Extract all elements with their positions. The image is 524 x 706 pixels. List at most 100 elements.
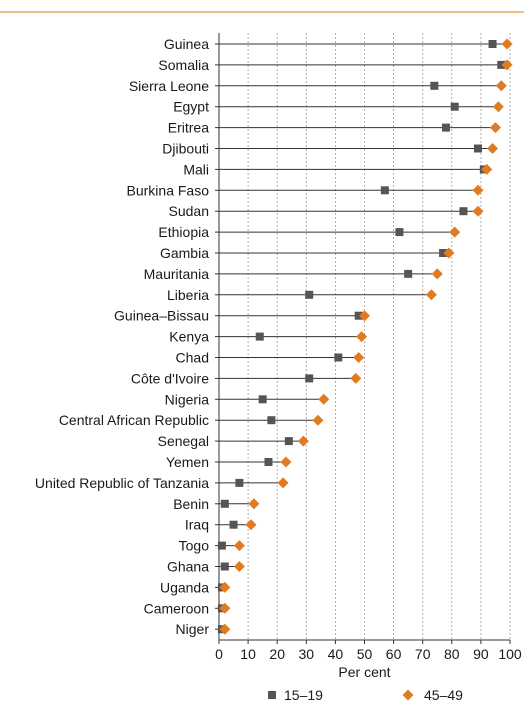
- point-15-19: [473, 144, 482, 153]
- category-label: Côte d'Ivoire: [131, 370, 209, 386]
- point-45-49: [353, 352, 365, 363]
- point-45-49: [425, 289, 437, 301]
- point-45-49: [280, 456, 292, 468]
- category-label: Liberia: [167, 287, 209, 303]
- x-tick-label: 20: [269, 646, 285, 662]
- point-15-19: [404, 269, 413, 278]
- point-45-49: [431, 268, 443, 280]
- point-45-49: [501, 59, 513, 71]
- category-label: Kenya: [169, 329, 209, 345]
- x-tick-label: 90: [473, 646, 489, 662]
- category-label: Chad: [176, 350, 209, 366]
- point-15-19: [229, 520, 238, 529]
- x-tick-label: 0: [215, 646, 223, 662]
- category-label: Sudan: [169, 203, 209, 219]
- point-15-19: [267, 416, 276, 425]
- point-45-49: [481, 163, 493, 175]
- point-45-49: [487, 143, 499, 154]
- point-15-19: [497, 60, 506, 69]
- point-45-49: [492, 101, 504, 113]
- category-label: Guinea–Bissau: [114, 308, 209, 324]
- point-45-49: [501, 38, 513, 50]
- category-label: Burkina Faso: [127, 182, 210, 198]
- point-45-49: [219, 581, 231, 593]
- point-15-19: [488, 40, 497, 48]
- point-45-49: [318, 393, 330, 405]
- category-label: Ghana: [167, 559, 209, 575]
- point-15-19: [305, 374, 314, 383]
- x-tick-label: 10: [240, 646, 256, 662]
- legend-label-45-49: 45–49: [424, 687, 463, 703]
- category-label: Sierra Leone: [129, 78, 209, 94]
- point-45-49: [472, 184, 484, 196]
- point-45-49: [449, 226, 461, 238]
- point-15-19: [305, 290, 314, 299]
- point-45-49: [350, 372, 362, 384]
- grid: [247, 33, 511, 640]
- point-45-49: [472, 205, 484, 217]
- point-15-19: [220, 562, 229, 571]
- legend-marker-15-19: [268, 691, 276, 699]
- x-tick-label: 40: [328, 646, 344, 662]
- x-tick-label: 50: [357, 646, 373, 662]
- point-45-49: [219, 623, 231, 635]
- category-label: Senegal: [158, 433, 209, 449]
- point-15-19: [459, 207, 468, 216]
- point-15-19: [220, 499, 229, 508]
- category-label: Nigeria: [165, 391, 210, 407]
- point-15-19: [441, 123, 450, 132]
- point-15-19: [284, 437, 293, 446]
- point-45-49: [277, 477, 289, 489]
- point-15-19: [439, 249, 448, 257]
- category-label: Yemen: [166, 454, 209, 470]
- legend: 15–19 45–49: [268, 687, 463, 703]
- category-label: Djibouti: [162, 141, 209, 157]
- point-45-49: [495, 80, 507, 92]
- x-axis-title: Per cent: [338, 664, 390, 680]
- point-45-49: [443, 247, 455, 259]
- point-45-49: [359, 310, 370, 322]
- legend-marker-45-49: [402, 689, 414, 701]
- data-marks: [217, 38, 513, 635]
- point-45-49: [248, 498, 260, 510]
- category-label: Mali: [183, 161, 209, 177]
- point-15-19: [450, 102, 459, 111]
- point-15-19: [255, 332, 264, 341]
- x-tick-label: 80: [444, 646, 460, 662]
- category-label: Ethiopia: [158, 224, 209, 240]
- point-15-19: [395, 228, 404, 237]
- point-15-19: [354, 311, 363, 320]
- category-label: Central African Republic: [59, 412, 209, 428]
- point-15-19: [380, 186, 389, 195]
- category-label: Cameroon: [144, 600, 209, 616]
- legend-label-15-19: 15–19: [284, 687, 323, 703]
- category-label: Somalia: [158, 57, 209, 73]
- category-label: Gambia: [160, 245, 209, 261]
- x-tick-label: 60: [386, 646, 402, 662]
- x-tick-label: 30: [299, 646, 315, 662]
- point-45-49: [219, 602, 231, 614]
- point-15-19: [235, 478, 244, 487]
- point-45-49: [312, 414, 324, 426]
- point-45-49: [489, 122, 501, 134]
- category-label: Egypt: [173, 99, 209, 115]
- point-45-49: [245, 519, 257, 531]
- point-45-49: [356, 331, 368, 343]
- point-45-49: [233, 540, 245, 552]
- category-label: Uganda: [160, 579, 209, 595]
- point-15-19: [217, 541, 226, 550]
- point-15-19: [258, 395, 267, 404]
- category-label: Eritrea: [168, 120, 209, 136]
- point-15-19: [430, 81, 439, 90]
- category-label: Benin: [173, 496, 209, 512]
- category-label: Mauritania: [144, 266, 210, 282]
- x-tick-label: 100: [498, 646, 522, 662]
- category-label: Iraq: [185, 517, 209, 533]
- category-label: Togo: [179, 538, 210, 554]
- point-15-19: [264, 458, 273, 466]
- point-45-49: [233, 561, 245, 572]
- point-15-19: [334, 353, 343, 362]
